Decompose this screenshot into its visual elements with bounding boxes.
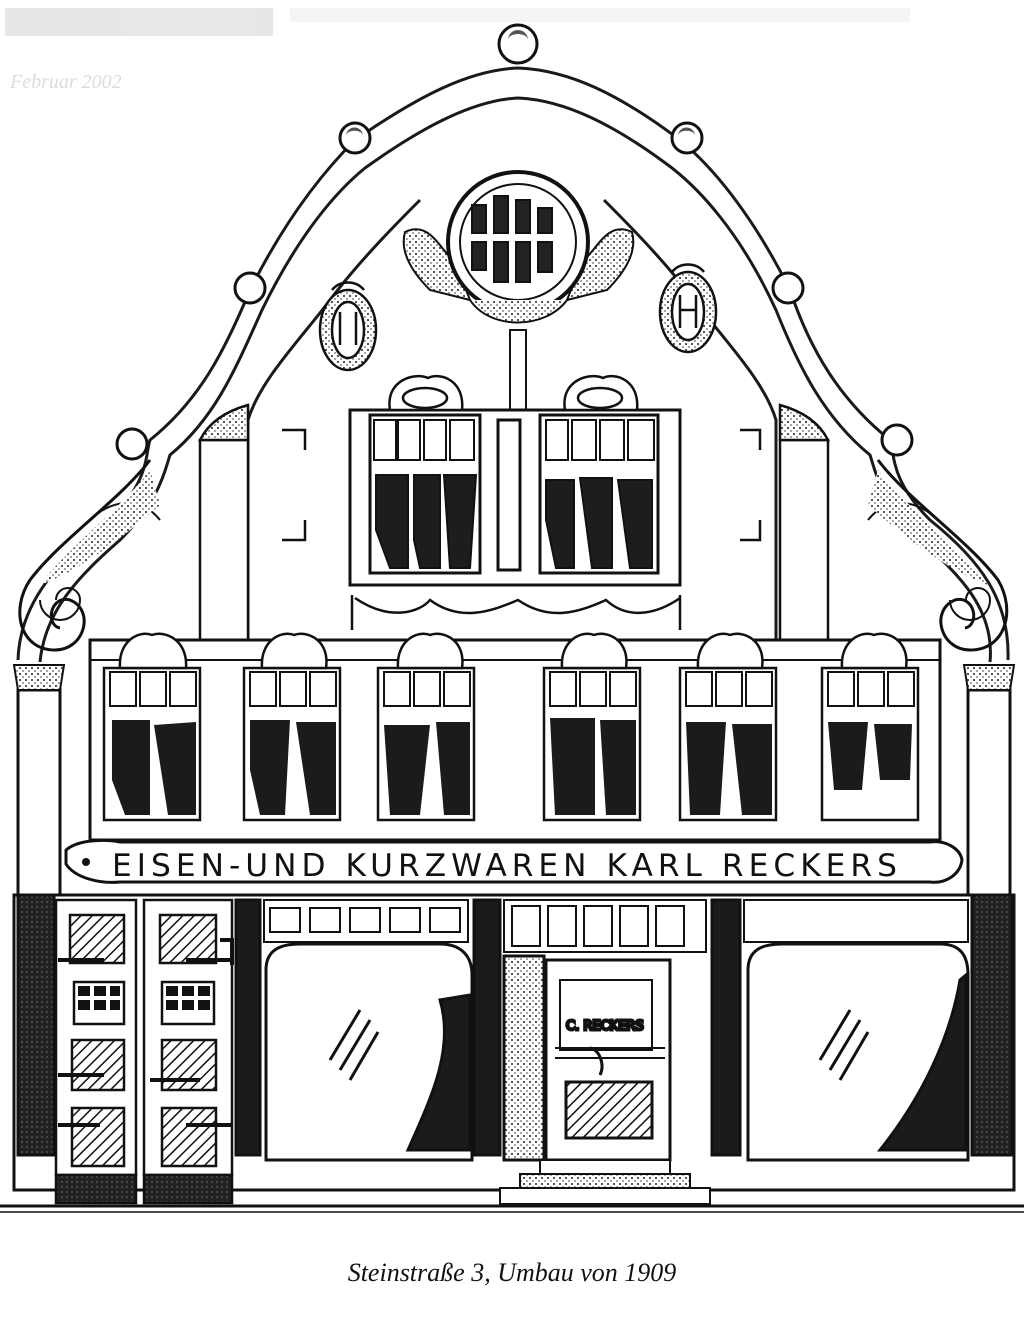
svg-text:Februar 2002: Februar 2002 (9, 71, 122, 93)
right-medallion (658, 263, 718, 354)
left-volute-texture (40, 470, 160, 585)
gable-pilasters (197, 403, 831, 647)
upper-window-panes (373, 419, 655, 569)
middle-window-reflections (112, 718, 912, 815)
image-caption: Steinstraße 3, Umbau von 1909 (347, 1258, 677, 1287)
upper-window-crowns (388, 374, 639, 412)
entrance-doors (54, 898, 234, 1205)
base-line (0, 1204, 1024, 1213)
upper-garland (350, 595, 682, 630)
middle-window-transoms (109, 671, 915, 707)
left-medallion (318, 281, 378, 372)
right-shop-window (746, 942, 970, 1162)
middle-story (16, 638, 1012, 902)
svg-text:C. RECKERS: C. RECKERS (566, 1019, 644, 1034)
svg-text:EISEN-UND KURZWAREN KARL RECKE: EISEN-UND KURZWAREN KARL RECKERS (112, 848, 902, 884)
entrance-steps (499, 1159, 711, 1205)
shop-door: C. RECKERS (502, 954, 672, 1162)
finial-balls (115, 23, 914, 461)
facade-sign: EISEN-UND KURZWAREN KARL RECKERS (64, 838, 964, 884)
finial-shading (346, 30, 695, 136)
door-small-panes (78, 986, 210, 1010)
door-hinges (58, 938, 234, 1127)
right-volute-texture (868, 470, 988, 585)
left-shop-window (264, 942, 474, 1162)
corner-capitals (12, 664, 1016, 691)
ground-transoms (263, 899, 969, 953)
header-smudge: Februar 2002 (5, 8, 910, 93)
round-window (402, 170, 635, 421)
